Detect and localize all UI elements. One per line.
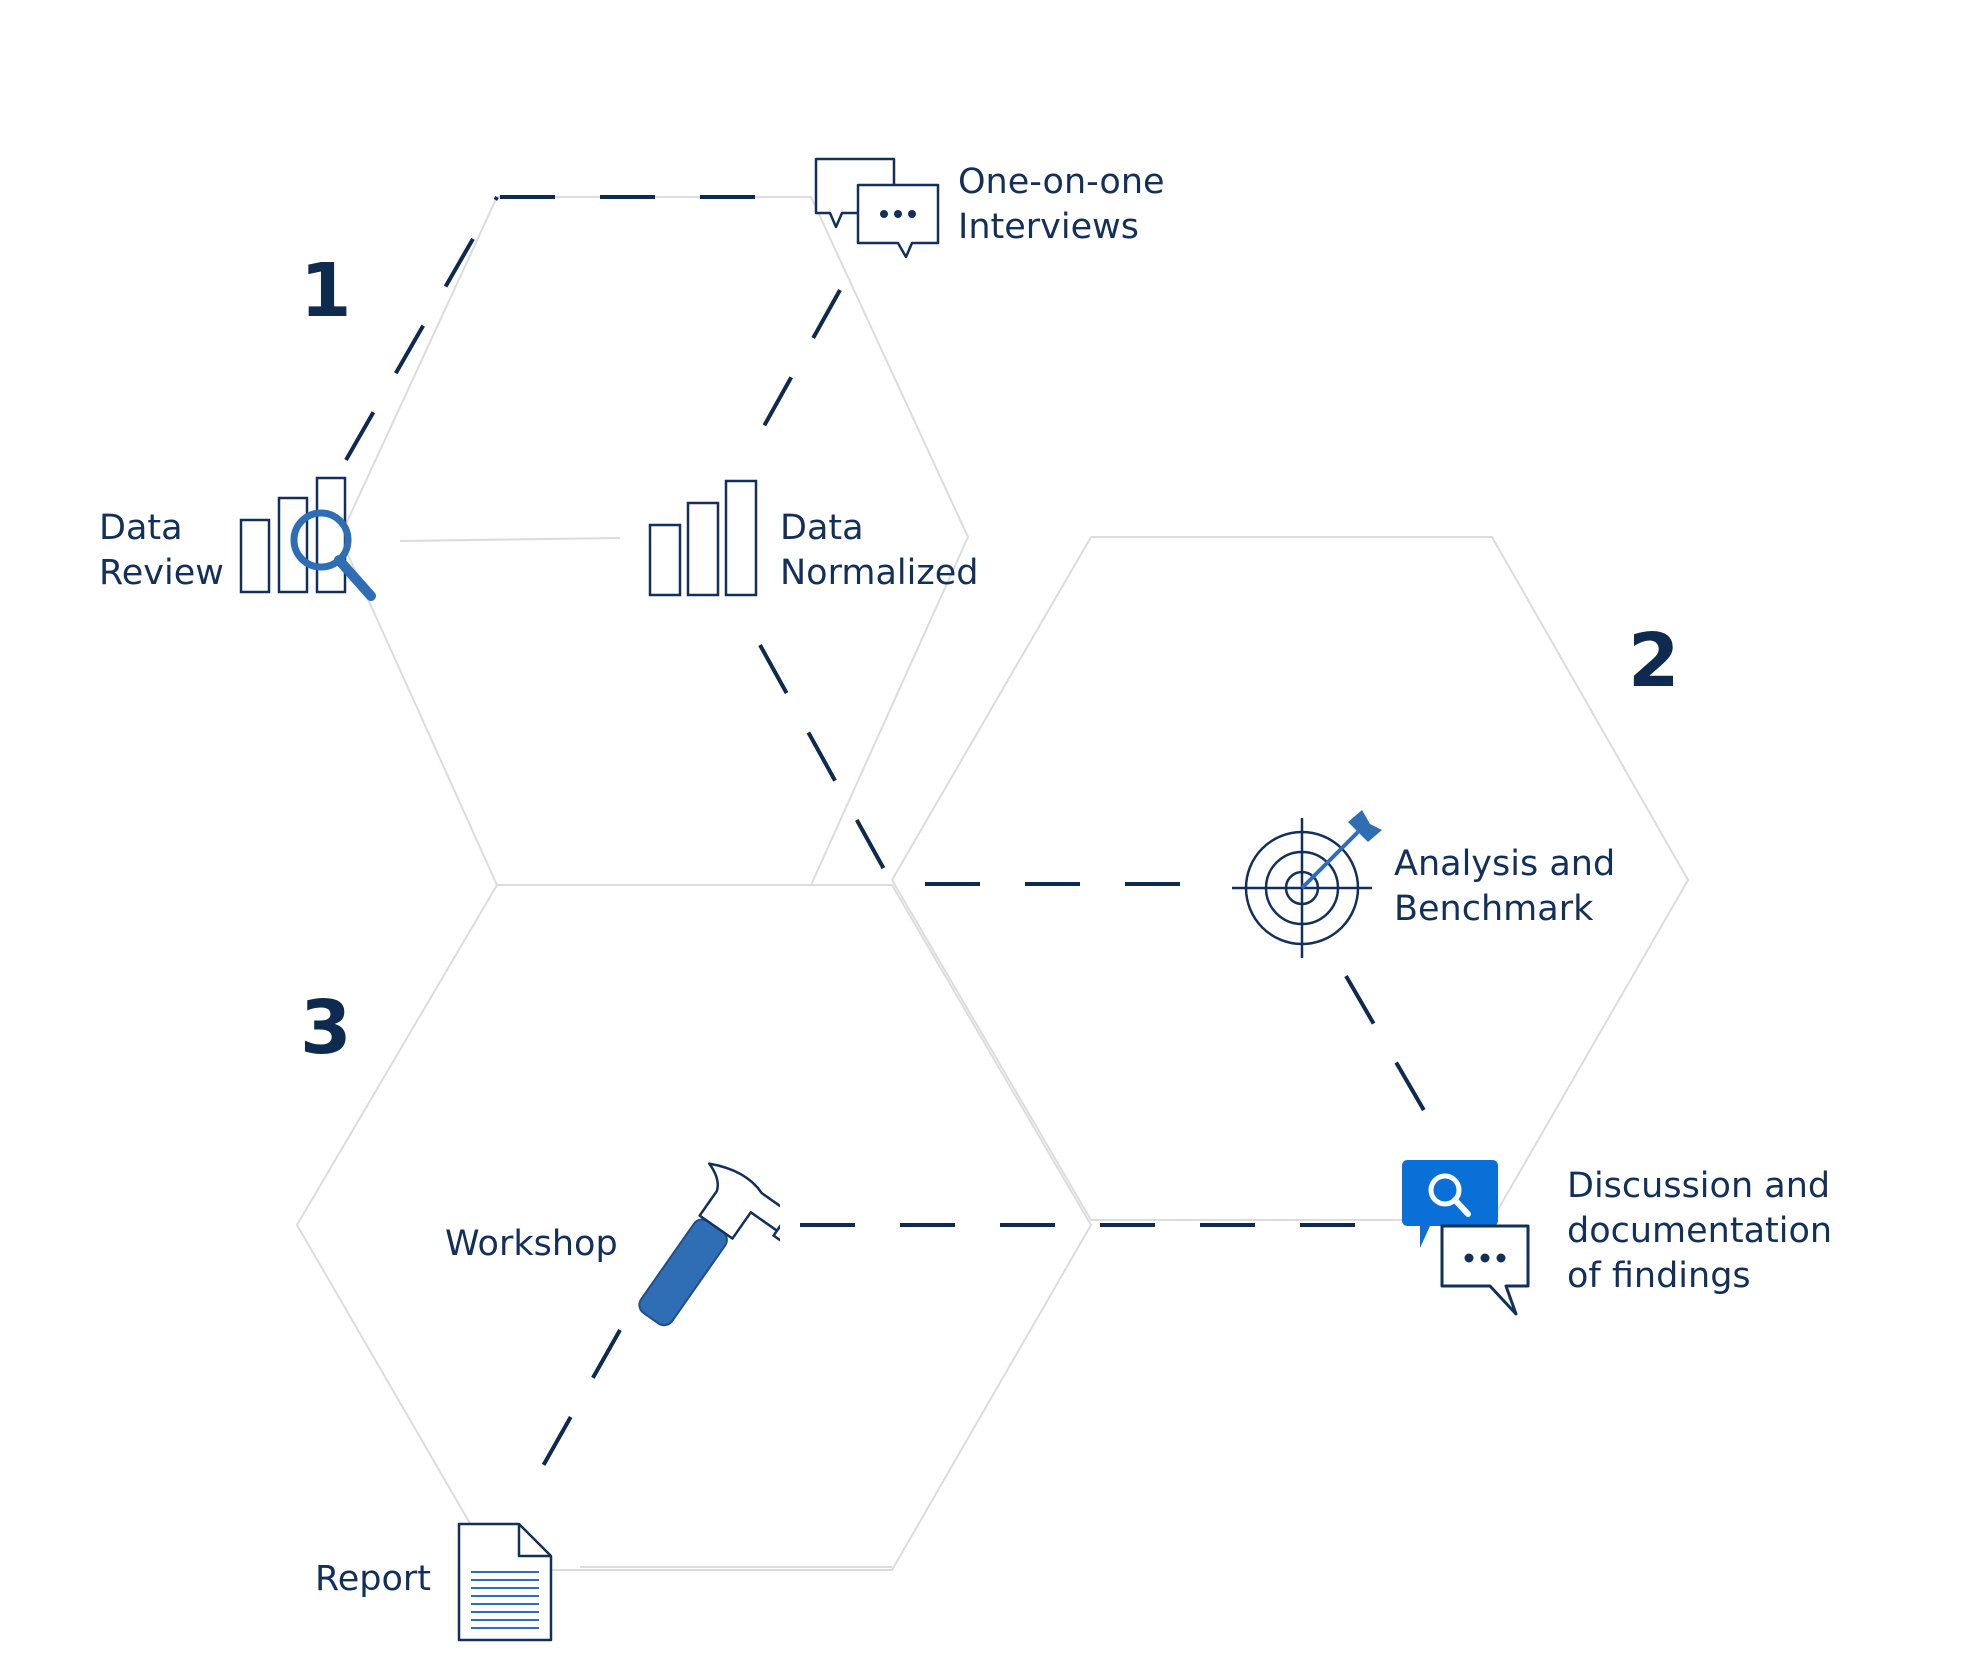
data-review-label: Data Review bbox=[99, 506, 224, 596]
step-number-1: 1 bbox=[300, 248, 352, 334]
discussion-label-line-2: documentation bbox=[1567, 1211, 1833, 1251]
analysis-label: Analysis and Benchmark bbox=[1394, 842, 1615, 932]
interviews-label: One-on-one Interviews bbox=[958, 160, 1165, 250]
bar-chart-magnifier-icon bbox=[239, 476, 376, 601]
document-icon bbox=[457, 1522, 553, 1642]
chat-bubbles-icon bbox=[814, 157, 940, 259]
data-normalized-label-line-2: Normalized bbox=[780, 553, 979, 593]
report-label-line-1: Report bbox=[315, 1559, 432, 1599]
discussion-label-line-3: of findings bbox=[1567, 1256, 1751, 1296]
interviews-label-line-2: Interviews bbox=[958, 207, 1139, 247]
analysis-label-line-1: Analysis and bbox=[1394, 844, 1616, 884]
data-normalized-label-line-1: Data bbox=[780, 508, 864, 548]
connector-analysis-discussion bbox=[1344, 974, 1442, 1140]
step-number-2: 2 bbox=[1628, 618, 1680, 704]
workshop-label-line-1: Workshop bbox=[445, 1224, 618, 1264]
hammer-icon bbox=[638, 1162, 780, 1327]
analysis-label-line-2: Benchmark bbox=[1394, 889, 1594, 929]
report-label: Report bbox=[315, 1557, 431, 1602]
target-arrow-icon bbox=[1232, 810, 1382, 958]
search-chat-icon bbox=[1402, 1160, 1530, 1316]
workshop-label: Workshop bbox=[445, 1222, 618, 1267]
bar-chart-icon bbox=[648, 479, 758, 597]
data-review-label-line-1: Data bbox=[99, 508, 183, 548]
connector-workshop-report bbox=[533, 1329, 622, 1481]
hexagon-outline-step-3 bbox=[295, 884, 1093, 1571]
interviews-label-line-1: One-on-one bbox=[958, 162, 1165, 202]
connector-normalized-center bbox=[758, 644, 892, 881]
report-divider bbox=[580, 1566, 892, 1568]
connector-review-interviews bbox=[344, 196, 499, 461]
review-normalized-divider bbox=[400, 537, 620, 542]
discussion-label: Discussion and documentation of findings bbox=[1567, 1164, 1832, 1299]
connector-interviews-normalized bbox=[743, 289, 842, 461]
data-review-label-line-2: Review bbox=[99, 553, 224, 593]
discussion-label-line-1: Discussion and bbox=[1567, 1166, 1831, 1206]
step-number-3: 3 bbox=[300, 985, 352, 1071]
data-normalized-label: Data Normalized bbox=[780, 506, 978, 596]
